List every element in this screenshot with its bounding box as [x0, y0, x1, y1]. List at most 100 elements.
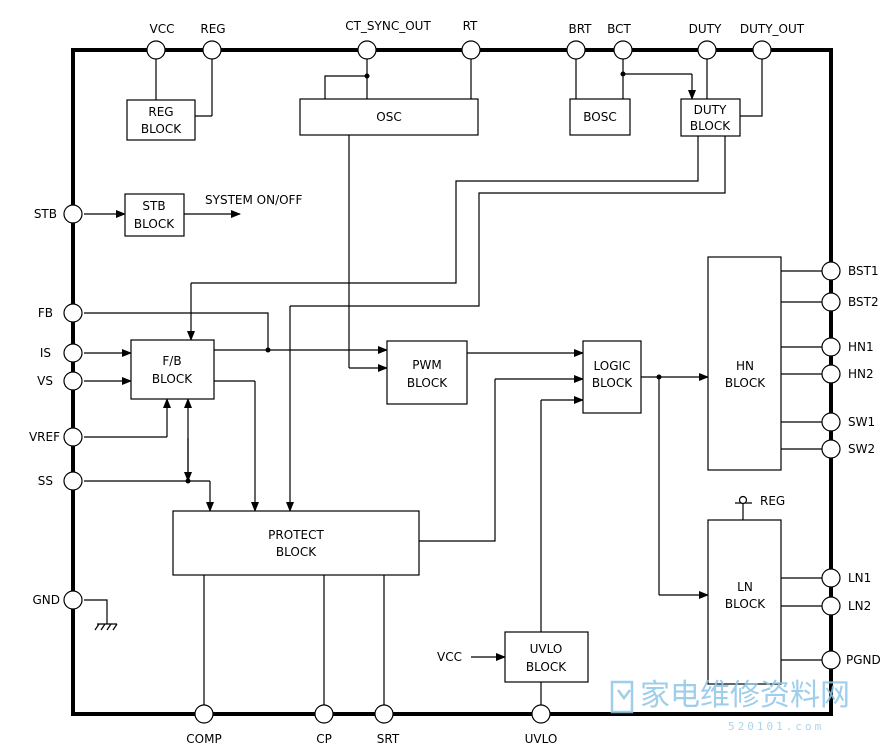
duty-block-line1: DUTY — [694, 103, 727, 117]
system-onoff-label: SYSTEM ON/OFF — [205, 193, 302, 207]
pin-bst1: BST1 — [821, 261, 879, 281]
pin-sw1: SW1 — [821, 412, 875, 432]
uvlo-block-line1: UVLO — [530, 642, 563, 656]
pin-sw1-label: SW1 — [848, 415, 875, 429]
uvlo-block-line2: BLOCK — [526, 660, 567, 674]
uvlo-vcc-input-label: VCC — [437, 650, 462, 664]
pin-vref: VREF — [29, 427, 83, 447]
ln-block-line2: BLOCK — [725, 597, 766, 611]
ln-reg-tap-node — [738, 495, 748, 505]
bosc-block-label: BOSC — [583, 110, 616, 124]
pwm-block-line2: BLOCK — [407, 376, 448, 390]
bosc-block: BOSC — [569, 98, 631, 136]
pin-fb: FB — [38, 303, 83, 323]
pin-hn1: HN1 — [821, 337, 874, 357]
pin-vs-label: VS — [37, 374, 53, 388]
pin-ct-sync-out: CT_SYNC_OUT — [345, 19, 431, 60]
pin-bct: BCT — [607, 22, 633, 60]
pin-bst1-label: BST1 — [848, 264, 879, 278]
pin-bst2-label: BST2 — [848, 295, 879, 309]
pwm-block-line1: PWM — [412, 358, 441, 372]
stb-block-line2: BLOCK — [134, 217, 175, 231]
pin-cp-label: CP — [316, 732, 332, 746]
duty-block: DUTY BLOCK — [680, 98, 741, 137]
pin-comp-label: COMP — [186, 732, 221, 746]
hn-block-line1: HN — [736, 359, 754, 373]
pin-ss-label: SS — [38, 474, 53, 488]
fb-block: F/B BLOCK — [130, 339, 215, 400]
osc-block: OSC — [299, 98, 479, 136]
ln-block: LN BLOCK — [707, 519, 782, 685]
protect-block-line1: PROTECT — [268, 528, 324, 542]
watermark-chinese-text: 家电维修资料网 — [640, 678, 850, 713]
pin-uvlo-label: UVLO — [525, 732, 558, 746]
pin-brt: BRT — [566, 22, 592, 60]
pin-srt: SRT — [374, 704, 400, 746]
pin-brt-label: BRT — [568, 22, 592, 36]
pin-cp: CP — [314, 704, 334, 746]
pin-reg: REG — [200, 22, 226, 60]
pin-duty: DUTY — [689, 22, 722, 60]
pin-stb-label: STB — [34, 207, 57, 221]
pin-hn2: HN2 — [821, 364, 874, 384]
pin-duty-out: DUTY_OUT — [740, 22, 805, 60]
pin-ln2: LN2 — [821, 596, 871, 616]
pin-ct-sync-out-label: CT_SYNC_OUT — [345, 19, 431, 33]
wires — [84, 57, 823, 705]
pin-ln1: LN1 — [821, 568, 871, 588]
watermark-logo-icon — [610, 680, 634, 714]
protect-block: PROTECT BLOCK — [172, 510, 420, 576]
pin-is-label: IS — [40, 346, 51, 360]
pin-gnd: GND — [32, 590, 83, 610]
pin-duty-label: DUTY — [689, 22, 722, 36]
pin-sw2: SW2 — [821, 439, 875, 459]
pin-ss: SS — [38, 471, 83, 491]
pin-pgnd-label: PGND — [846, 653, 881, 667]
pin-vcc-label: VCC — [150, 22, 175, 36]
junction-dots — [185, 71, 662, 484]
pin-rt-label: RT — [463, 19, 478, 33]
stb-block-line1: STB — [142, 199, 165, 213]
reg-block-line1: REG — [148, 105, 173, 119]
fb-block-line2: BLOCK — [152, 372, 193, 386]
pin-vcc: VCC — [146, 22, 175, 60]
pin-is: IS — [40, 343, 83, 363]
pin-comp: COMP — [186, 704, 222, 746]
pin-ln1-label: LN1 — [848, 571, 871, 585]
pin-hn1-label: HN1 — [848, 340, 874, 354]
pin-reg-label: REG — [200, 22, 225, 36]
pin-duty-out-label: DUTY_OUT — [740, 22, 805, 36]
pin-vs: VS — [37, 371, 83, 391]
reg-block: REG BLOCK — [126, 99, 196, 141]
hn-block: HN BLOCK — [707, 256, 782, 471]
pin-uvlo: UVLO — [525, 704, 558, 746]
ln-block-line1: LN — [737, 580, 753, 594]
logic-block-line2: BLOCK — [592, 376, 633, 390]
pin-hn2-label: HN2 — [848, 367, 874, 381]
fb-block-line1: F/B — [162, 354, 181, 368]
pin-pgnd: PGND — [821, 650, 881, 670]
uvlo-block: UVLO BLOCK — [504, 631, 589, 683]
osc-block-label: OSC — [376, 110, 401, 124]
pin-bct-label: BCT — [607, 22, 631, 36]
logic-block: LOGIC BLOCK — [582, 340, 642, 414]
watermark-url-text: 520101.com — [728, 720, 824, 733]
pin-ln2-label: LN2 — [848, 599, 871, 613]
pin-stb: STB — [34, 204, 83, 224]
pwm-block: PWM BLOCK — [386, 340, 468, 405]
stb-block: STB BLOCK — [124, 193, 185, 237]
pin-bst2: BST2 — [821, 292, 879, 312]
hn-block-line2: BLOCK — [725, 376, 766, 390]
pin-fb-label: FB — [38, 306, 53, 320]
pin-sw2-label: SW2 — [848, 442, 875, 456]
logic-block-line1: LOGIC — [594, 359, 631, 373]
watermark: 家电维修资料网 520101.com — [610, 678, 850, 733]
pin-rt: RT — [461, 19, 481, 60]
reg-block-line2: BLOCK — [141, 122, 182, 136]
pin-vref-label: VREF — [29, 430, 60, 444]
ln-reg-tap-label: REG — [760, 494, 785, 508]
duty-block-line2: BLOCK — [690, 119, 731, 133]
pin-srt-label: SRT — [377, 732, 400, 746]
pin-gnd-label: GND — [32, 593, 60, 607]
